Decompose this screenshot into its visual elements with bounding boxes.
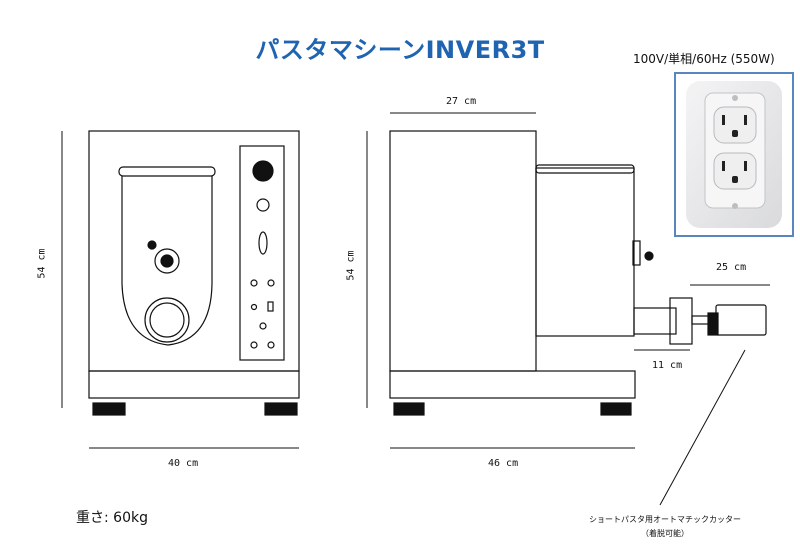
side-width-label: 46 cm	[488, 458, 519, 469]
cutter-collar	[669, 297, 693, 345]
front-dimension-lines	[61, 131, 299, 449]
power-spec-label: 100V/単相/60Hz (550W)	[633, 52, 775, 66]
receptacle-top	[713, 106, 757, 144]
cutter-tip	[707, 312, 719, 336]
side-dimension-lines	[366, 112, 770, 506]
receptacle-bottom	[713, 152, 757, 190]
panel-button-1	[250, 279, 258, 287]
control-panel	[239, 145, 285, 361]
cutter-caption-line2: （着脱可能）	[641, 529, 689, 538]
receptacle-bottom-ground	[732, 176, 738, 183]
outlet-screw-bottom	[732, 203, 738, 209]
panel-button-3	[250, 303, 258, 311]
mixer-knob-dot	[147, 240, 157, 250]
indicator-lamp	[256, 198, 270, 212]
front-base	[88, 370, 300, 399]
weight-label: 重さ: 60kg	[76, 510, 148, 526]
panel-button-4	[259, 322, 267, 330]
hopper-body	[121, 176, 213, 346]
side-height-label: 54 cm	[345, 250, 357, 281]
side-knob-stem	[632, 240, 641, 266]
cutter-leader-line	[659, 349, 746, 506]
hopper-lid	[118, 166, 216, 177]
front-foot-right	[264, 402, 298, 416]
cutter-length-label: 25 cm	[716, 262, 747, 273]
side-body	[389, 130, 537, 372]
side-knob	[644, 251, 654, 261]
side-housing-lid	[535, 164, 635, 174]
extrusion-die-outer	[144, 297, 190, 343]
receptacle-bottom-slot-left	[722, 161, 725, 171]
outlet-screw-top	[732, 95, 738, 101]
receptacle-top-slot-right	[744, 115, 747, 125]
receptacle-top-ground	[732, 130, 738, 137]
side-nozzle	[633, 307, 677, 335]
nozzle-length-label: 11 cm	[652, 360, 683, 371]
panel-button-5	[250, 341, 258, 349]
front-width-label: 40 cm	[168, 458, 199, 469]
front-view	[88, 130, 300, 416]
mixer-knob-inner	[160, 254, 174, 268]
panel-slot	[267, 301, 274, 312]
front-foot-left	[92, 402, 126, 416]
extrusion-die-inner	[149, 302, 185, 338]
side-extruder-housing	[535, 167, 635, 337]
receptacle-top-slot-left	[722, 115, 725, 125]
receptacle-bottom-slot-right	[744, 161, 747, 171]
cutter-caption-line1: ショートパスタ用オートマチックカッター	[589, 515, 741, 524]
front-height-label: 54 cm	[36, 248, 48, 279]
cutter-blade-holder	[715, 304, 767, 336]
dial	[258, 231, 268, 255]
panel-button-2	[267, 279, 275, 287]
side-foot-right	[600, 402, 632, 416]
page-title: パスタマシーンINVER3T	[255, 36, 545, 64]
mixer-knob-outer	[154, 248, 180, 274]
outlet-illustration	[674, 72, 794, 237]
side-base	[389, 370, 636, 399]
side-foot-left	[393, 402, 425, 416]
side-depth-label: 27 cm	[446, 96, 477, 107]
power-switch	[252, 160, 274, 182]
side-view	[389, 130, 767, 416]
panel-button-6	[267, 341, 275, 349]
